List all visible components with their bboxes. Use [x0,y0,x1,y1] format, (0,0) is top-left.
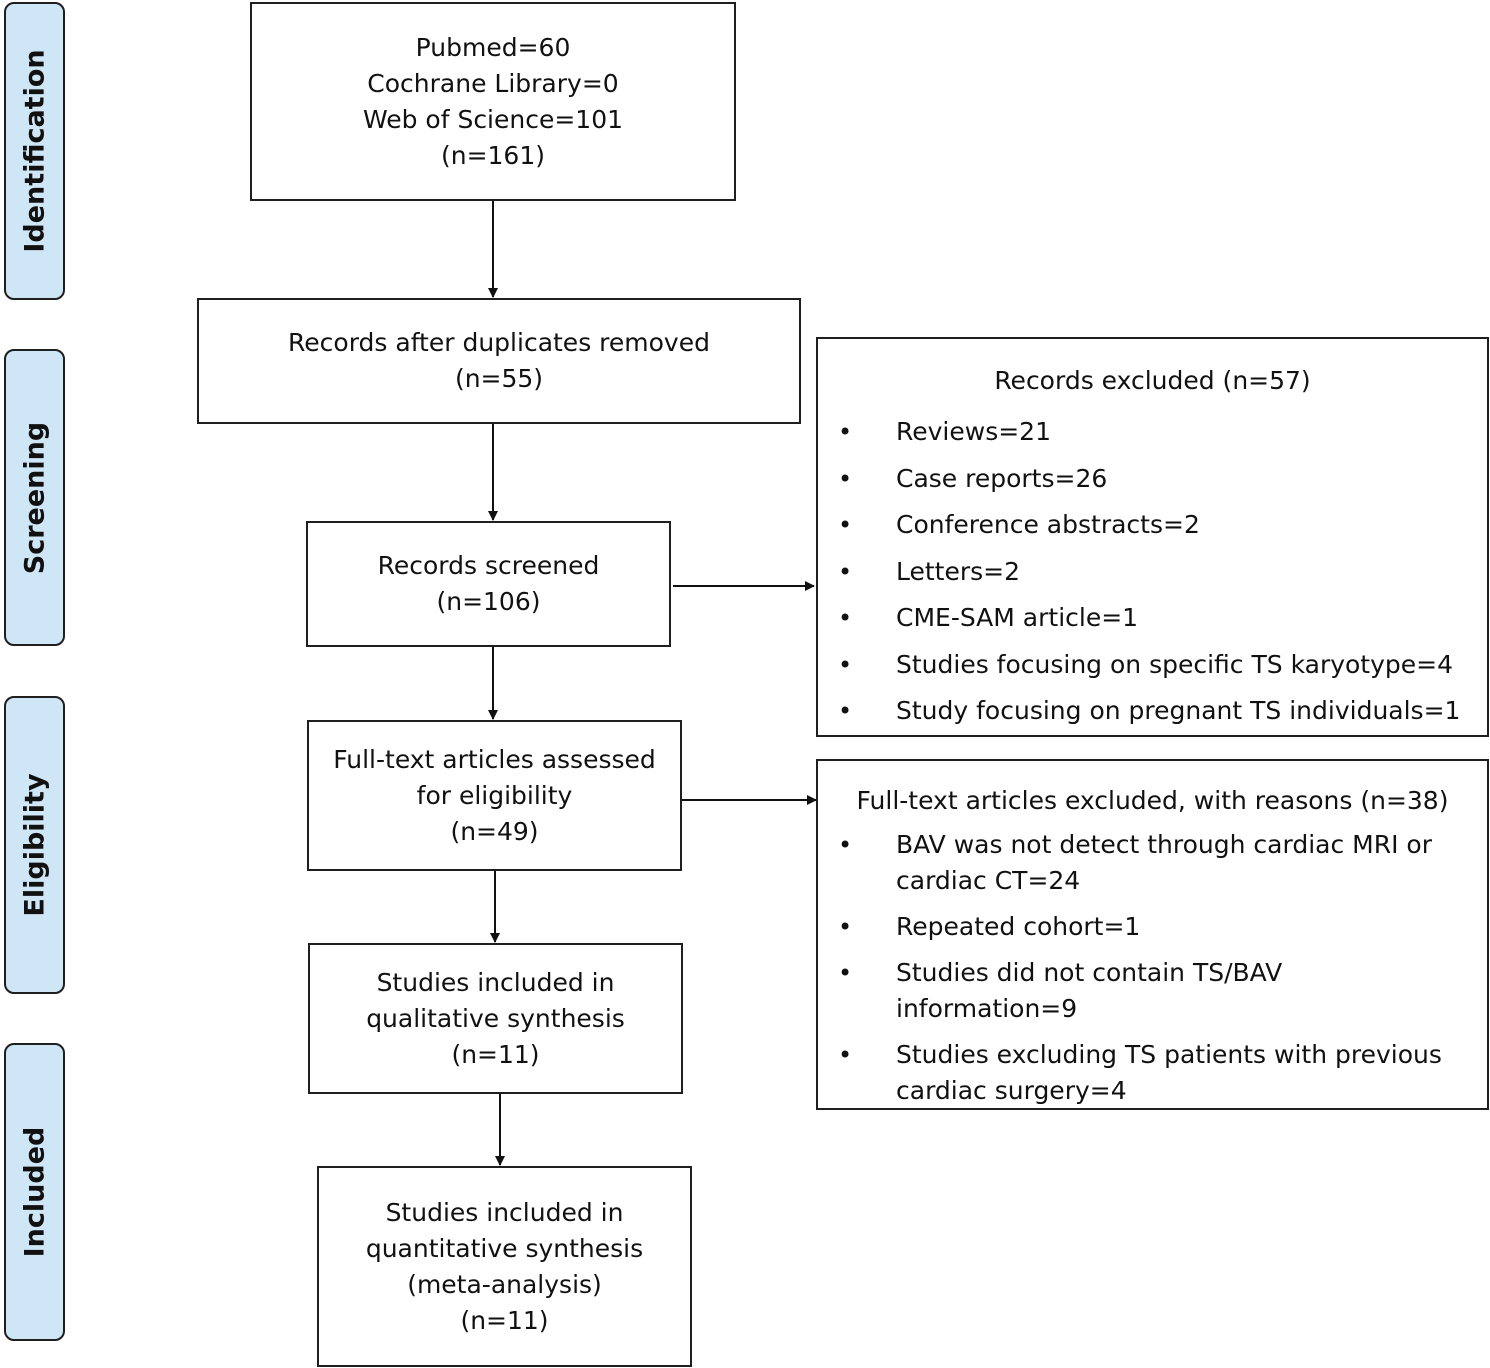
fulltext-excluded-box: Full-text articles excluded, with reason… [816,759,1489,1110]
list-item: Case reports=26 [818,456,1487,503]
stage-identification: Identification [4,2,65,300]
fulltext-assessed-line1: Full-text articles assessed [333,744,656,774]
quantitative-line1: Studies included in [385,1197,624,1227]
after-duplicates-label: Records after duplicates removed [288,328,710,357]
identification-total: (n=161) [440,140,546,170]
list-item: Studies focusing on specific TS karyotyp… [818,642,1487,689]
stage-included: Included [4,1043,65,1341]
qualitative-box: Studies included in qualitative synthesi… [308,943,683,1094]
records-excluded-list: Reviews=21 Case reports=26 Conference ab… [818,409,1487,735]
stage-screening: Screening [4,349,65,646]
identification-box: Pubmed=60 Cochrane Library=0 Web of Scie… [250,2,736,201]
list-item: Conference abstracts=2 [818,502,1487,549]
stage-eligibility: Eligibility [4,696,65,994]
list-item: Letters=2 [818,549,1487,596]
after-duplicates-box: Records after duplicates removed (n=55) [197,298,801,424]
list-item: CME-SAM article=1 [818,595,1487,642]
qualitative-count: (n=11) [451,1039,540,1069]
records-excluded-box: Records excluded (n=57) Reviews=21 Case … [816,337,1489,737]
list-item: Studies excluding TS patients with previ… [818,1037,1487,1109]
records-screened-label: Records screened [377,551,600,580]
identification-wos: Web of Science=101 [362,104,624,134]
quantitative-line3: (meta-analysis) [407,1269,602,1299]
qualitative-line1: Studies included in [376,967,615,997]
after-duplicates-count: (n=55) [454,364,544,393]
qualitative-line2: qualitative synthesis [366,1003,625,1033]
fulltext-assessed-line2: for eligibility [416,780,573,810]
list-item: Repeated cohort=1 [818,909,1487,945]
fulltext-assessed-box: Full-text articles assessed for eligibil… [307,720,682,871]
identification-cochrane: Cochrane Library=0 [367,68,619,98]
list-item: BAV was not detect through cardiac MRI o… [818,827,1487,899]
records-screened-count: (n=106) [436,587,541,616]
list-item: Study focusing on pregnant TS individual… [818,688,1487,735]
list-item: Reviews=21 [818,409,1487,456]
fulltext-excluded-list: BAV was not detect through cardiac MRI o… [818,827,1487,1109]
records-excluded-title: Records excluded (n=57) [994,366,1311,395]
quantitative-count: (n=11) [460,1305,549,1335]
list-item: Studies did not contain TS/BAV informati… [818,955,1487,1027]
fulltext-excluded-title: Full-text articles excluded, with reason… [856,786,1449,815]
records-screened-box: Records screened (n=106) [306,521,671,647]
quantitative-line2: quantitative synthesis [365,1233,644,1263]
fulltext-assessed-count: (n=49) [450,816,539,846]
identification-pubmed: Pubmed=60 [415,32,571,62]
quantitative-box: Studies included in quantitative synthes… [317,1166,692,1367]
